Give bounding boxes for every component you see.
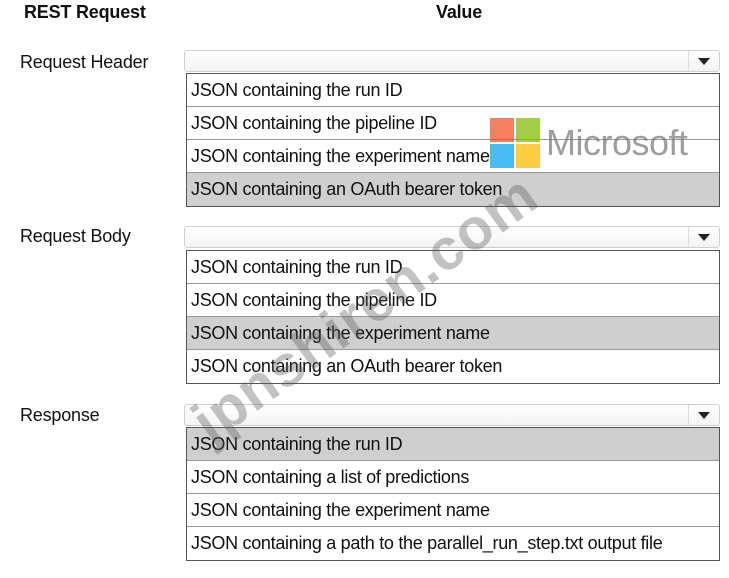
option-pipeline-id[interactable]: JSON containing the pipeline ID <box>187 284 719 317</box>
request-header-options: JSON containing the run ID JSON containi… <box>186 73 720 207</box>
response-dropdown[interactable] <box>184 404 720 426</box>
option-experiment-name[interactable]: JSON containing the experiment name <box>187 494 719 527</box>
response-options: JSON containing the run ID JSON containi… <box>186 427 720 561</box>
option-output-file-path[interactable]: JSON containing a path to the parallel_r… <box>191 533 663 553</box>
chevron-down-icon[interactable] <box>688 227 719 247</box>
value-header: Value <box>436 2 483 22</box>
option-oauth-bearer-token[interactable]: JSON containing an OAuth bearer token <box>187 173 719 206</box>
request-body-options: JSON containing the run ID JSON containi… <box>186 250 720 384</box>
chevron-down-icon[interactable] <box>688 405 719 425</box>
option-pipeline-id[interactable]: JSON containing the pipeline ID <box>187 107 719 140</box>
request-header-dropdown[interactable] <box>184 50 720 72</box>
request-header-label: Request Header <box>20 52 149 72</box>
option-run-id[interactable]: JSON containing the run ID <box>187 74 719 107</box>
option-experiment-name[interactable]: JSON containing the experiment name <box>187 317 719 350</box>
option-run-id[interactable]: JSON containing the run ID <box>187 428 719 461</box>
response-label: Response <box>20 405 100 425</box>
request-body-label: Request Body <box>20 226 131 246</box>
option-experiment-name[interactable]: JSON containing the experiment name <box>187 140 719 173</box>
request-body-dropdown[interactable] <box>184 226 720 248</box>
option-oauth-bearer-token[interactable]: JSON containing an OAuth bearer token <box>191 356 503 376</box>
option-list-of-predictions[interactable]: JSON containing a list of predictions <box>187 461 719 494</box>
chevron-down-icon[interactable] <box>688 51 719 71</box>
rest-request-header: REST Request <box>24 2 146 22</box>
option-run-id[interactable]: JSON containing the run ID <box>187 251 719 284</box>
